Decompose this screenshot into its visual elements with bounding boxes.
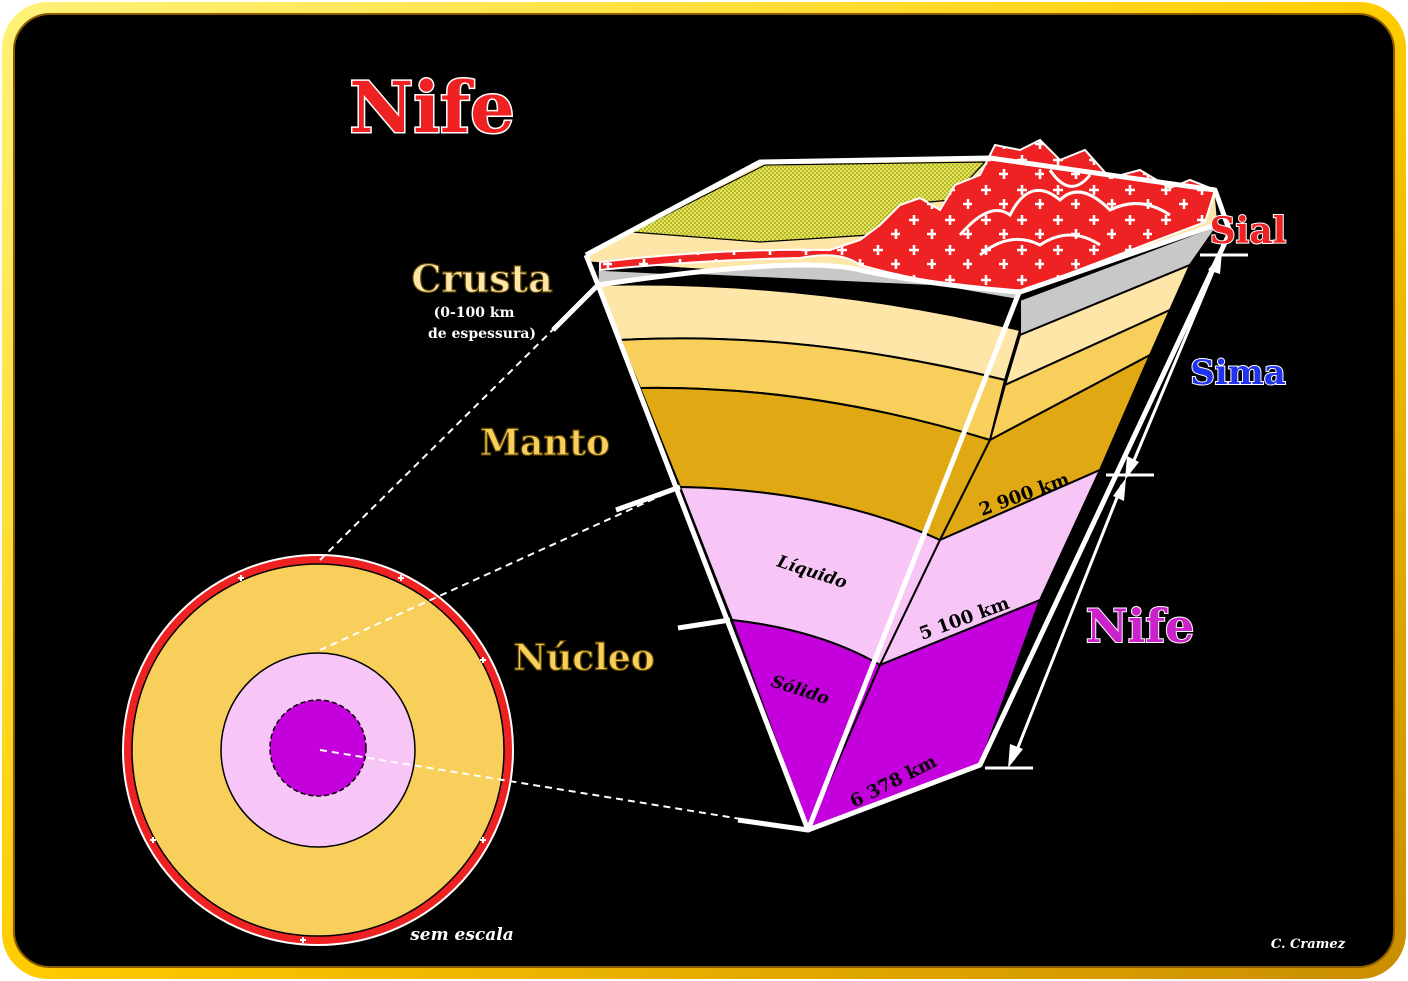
earth-wedge	[583, 138, 1233, 833]
crusta-note-1: (0-100 km	[434, 305, 515, 321]
arrow-heads	[1008, 252, 1222, 768]
crusta-label: Crusta	[411, 256, 552, 301]
globe-inner-core	[269, 699, 367, 797]
left-ticks	[551, 283, 809, 833]
sima-label: Sima	[1190, 353, 1285, 393]
no-scale-note: sem escala	[409, 925, 514, 945]
depth-arrows	[985, 253, 1248, 770]
author-credit: C. Cramez	[1271, 937, 1346, 952]
crusta-note-2: de espessura)	[428, 326, 536, 342]
nucleo-label: Núcleo	[513, 637, 655, 679]
manto-label: Manto	[480, 422, 610, 464]
wedge-mountain-ridges	[958, 169, 1171, 257]
sial-label: Sial	[1210, 210, 1287, 252]
nife-side-label: Nife	[1086, 599, 1195, 653]
page-title: Nife	[349, 66, 514, 149]
earth-globe	[122, 554, 514, 946]
connector-lines	[319, 284, 809, 831]
globe-crust-crosses	[150, 575, 486, 943]
